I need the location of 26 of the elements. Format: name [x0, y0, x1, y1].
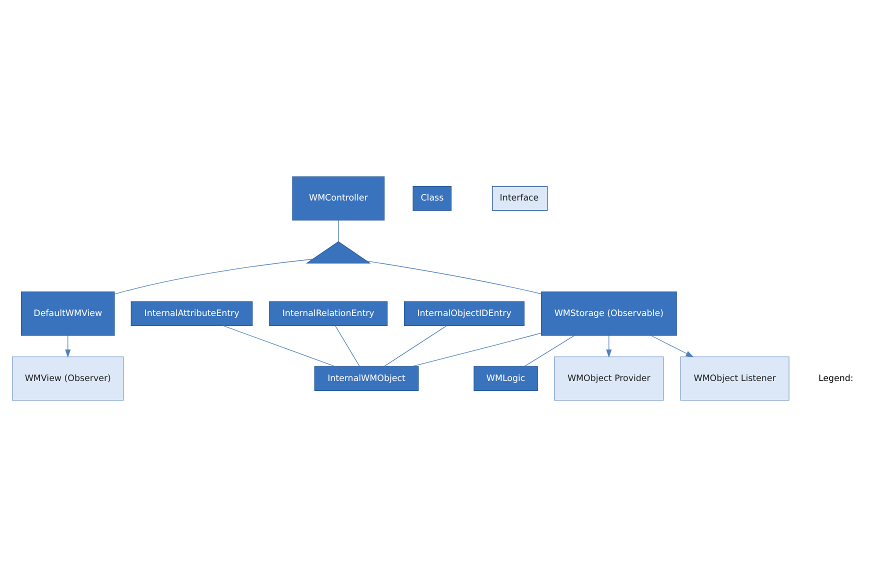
connector	[524, 335, 575, 367]
label: Legend:	[818, 374, 854, 384]
connector	[412, 332, 542, 367]
node-box: WMView (Observer)	[12, 356, 124, 401]
connector	[366, 260, 542, 294]
arrow	[606, 335, 612, 358]
node-box: WMStorage (Observable)	[540, 292, 677, 336]
connector	[384, 325, 447, 367]
connector	[114, 258, 314, 295]
legend-label: Interface	[500, 194, 539, 204]
connector	[222, 325, 336, 367]
node-box: WMController	[292, 176, 385, 221]
node-box: InternalAttributeEntry	[130, 301, 253, 326]
node-box: WMObject Listener	[680, 356, 790, 401]
node-box: WMLogic	[474, 366, 538, 391]
node-box: DefaultWMView	[21, 292, 115, 336]
legend-label: Class	[420, 194, 444, 204]
connector	[335, 326, 360, 367]
node-box: InternalWMObject	[314, 366, 419, 391]
node-triangle	[306, 241, 371, 264]
connector	[338, 220, 339, 242]
arrow	[650, 335, 694, 358]
arrow	[65, 335, 71, 358]
node-box: InternalRelationEntry	[269, 301, 388, 326]
node-box: InternalObjectIDEntry	[404, 301, 525, 326]
node-box: WMObject Provider	[554, 356, 664, 401]
